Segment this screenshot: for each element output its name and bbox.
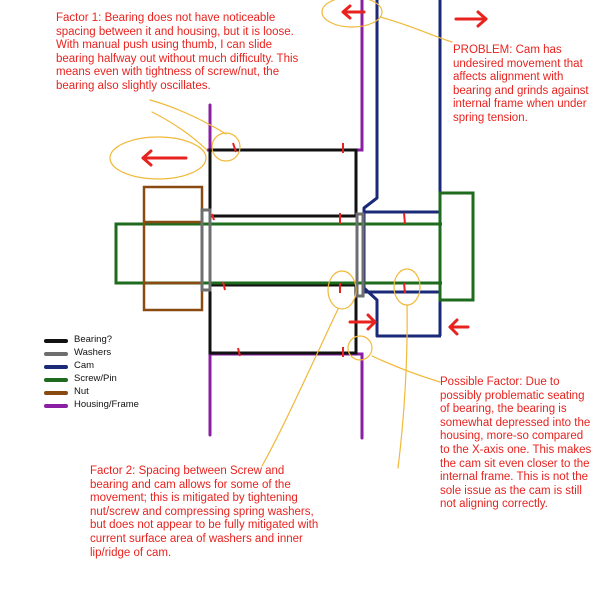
washer-right [355,212,365,298]
pointer-line [371,355,441,383]
screw-pin [114,191,475,302]
bearing [208,148,358,355]
contact-mark [403,282,406,294]
legend-swatch [44,391,68,395]
factor-2-note: Factor 2: Spacing between Screw and bear… [90,465,319,559]
contact-mark [403,212,406,225]
pointer-line [151,111,208,151]
sketch-circle [347,335,373,361]
legend-label: Washers [74,347,112,358]
contact-mark [237,347,241,357]
arrow-left-icon [341,4,366,20]
arrow-left-icon [448,318,470,336]
possible-factor-note: Possible Factor: Due to possibly problem… [440,376,592,511]
cam [362,0,442,338]
legend-swatch [44,378,68,382]
legend-swatch [44,352,68,356]
sketch-circle [393,268,421,306]
pointer-line [379,16,453,43]
housing-bottom [208,352,364,440]
washer-left [200,208,212,292]
legend-label: Bearing? [74,334,113,345]
legend-label: Housing/Frame [74,399,139,410]
screw-shaft [114,222,442,285]
sketch-annotations [109,0,453,469]
contact-mark [211,213,215,221]
sketch-circle [109,136,207,180]
pointer-line [149,99,227,135]
legend-label: Cam [74,360,95,371]
pointer-line [397,304,408,469]
legend-swatch [44,365,68,369]
legend-label: Nut [74,386,89,397]
nut-body [142,185,204,312]
problem-note: PROBLEM: Cam has undesired movement that… [453,44,589,124]
legend-swatch [44,339,68,343]
contact-marks [211,142,406,357]
contact-mark [232,142,237,153]
screw-head [438,191,475,302]
nut [142,185,204,312]
cam-outer-wall [362,0,441,338]
legend-swatch [44,404,68,408]
washers [200,208,365,298]
contact-mark [222,281,226,291]
legend-label: Screw/Pin [74,373,117,384]
arrow-right-icon [348,313,377,331]
bearing-lower-race [208,283,358,355]
sketch-circle [211,132,241,162]
arrow-left-icon [141,149,188,167]
arrow-right-icon [454,10,488,28]
sketch-circle [327,270,357,310]
direction-arrows [141,4,488,336]
pointer-line [261,308,339,467]
factor-1-note: Factor 1: Bearing does not have noticeab… [56,12,299,92]
bearing-upper-race [208,148,358,218]
